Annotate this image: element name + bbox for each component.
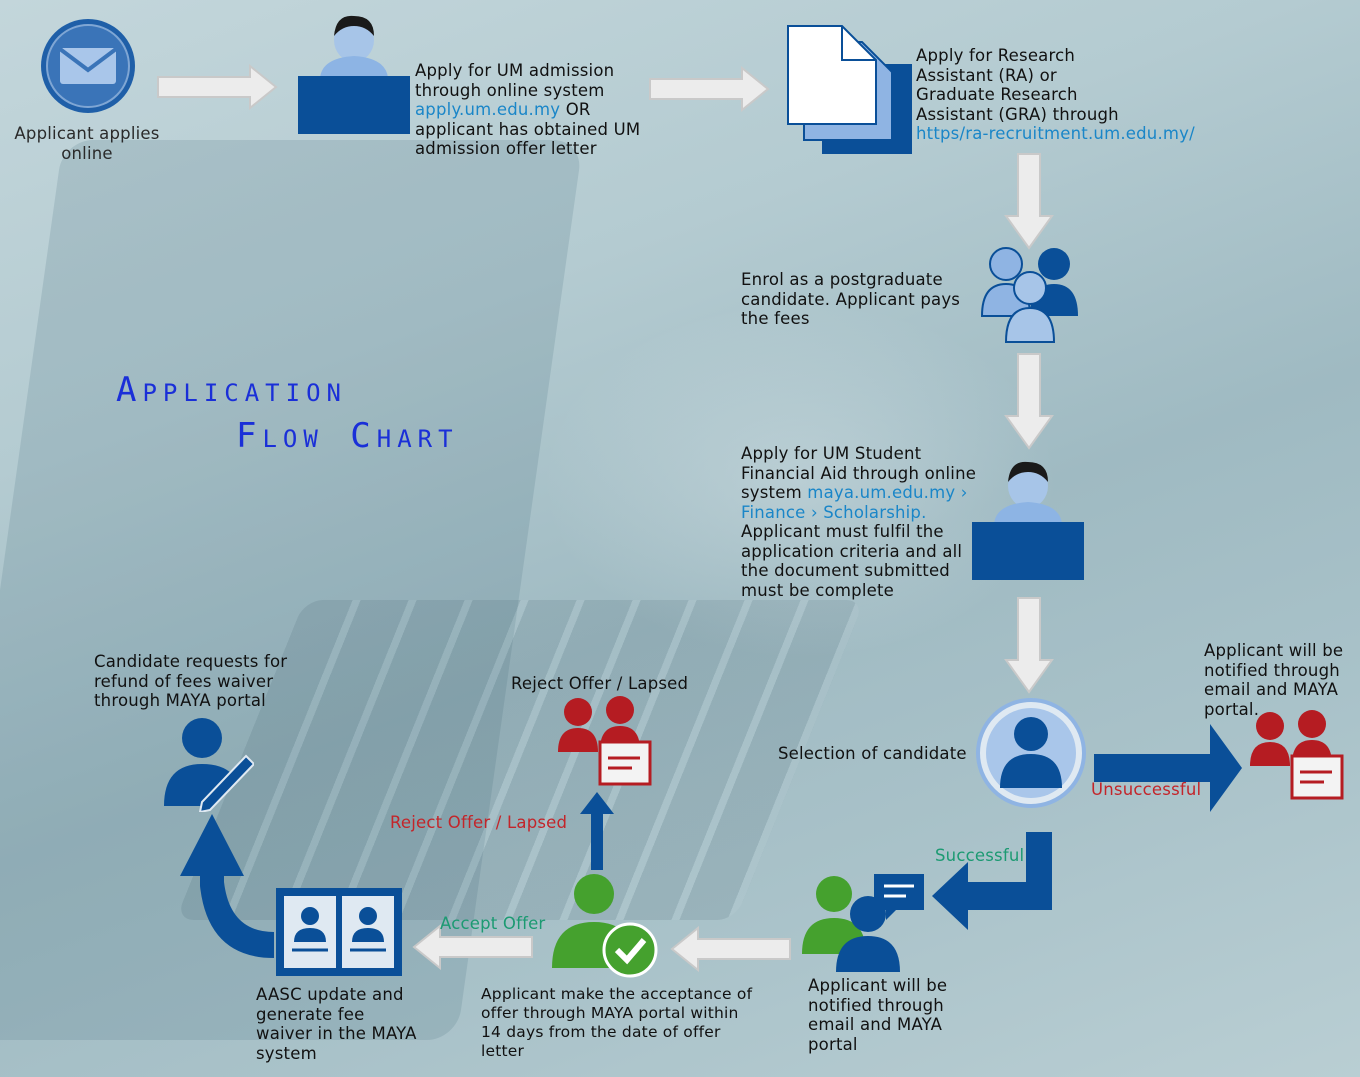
people-card-icon-2 <box>558 696 652 786</box>
ra-gra-text: Apply for Research Assistant (RA) or Gra… <box>916 46 1216 144</box>
person-at-desk-icon-2 <box>972 461 1084 580</box>
unsuccessful-label: Unsuccessful <box>1091 780 1202 799</box>
person-message-icon <box>802 874 924 972</box>
arrow-curved-up <box>180 814 274 958</box>
selection-label: Selection of candidate <box>778 744 967 763</box>
arrow-successful <box>932 832 1052 930</box>
arrow-down-1 <box>1004 153 1054 250</box>
successful-label: Successful <box>935 846 1025 865</box>
arrow-left-2 <box>412 924 533 970</box>
mail-icon <box>41 19 135 113</box>
enrol-text: Enrol as a postgraduate candidate. Appli… <box>741 270 961 328</box>
accept-offer-label: Accept Offer <box>440 914 546 933</box>
reject-edge-label: Reject Offer / Lapsed <box>390 813 568 832</box>
book-icon <box>276 888 402 976</box>
arrow-unsuccessful <box>1094 724 1242 812</box>
arrow-right-2 <box>649 66 770 112</box>
person-check-icon <box>552 874 658 978</box>
arrow-right-1 <box>157 64 278 110</box>
notified-successful-text: Applicant will be notified through email… <box>808 976 948 1054</box>
arrow-left-1 <box>670 926 791 972</box>
apply-online-label: Applicant applies online <box>14 124 160 163</box>
finance-scholarship-link[interactable]: Finance › Scholarship. <box>741 502 927 522</box>
reject-label: Reject Offer / Lapsed <box>511 674 689 693</box>
ra-recruitment-link[interactable]: https/ra-recruitment.um.edu.my/ <box>916 124 1195 143</box>
person-pen-icon <box>164 718 254 812</box>
chart-title-line1: Application <box>116 370 347 410</box>
people-card-icon <box>1250 710 1344 800</box>
aasc-text: AASC update and generate fee waiver in t… <box>256 985 417 1063</box>
arrow-up-reject <box>580 792 614 870</box>
financial-aid-text: Apply for UM Student Financial Aid throu… <box>741 444 991 600</box>
um-admission-text: Apply for UM admission through online sy… <box>415 61 641 158</box>
group-icon <box>980 247 1078 343</box>
notified-unsuccessful-text: Applicant will be notified through email… <box>1204 641 1344 719</box>
background-keyboard-shape <box>175 600 865 920</box>
maya-link[interactable]: maya.um.edu.my › <box>807 483 968 502</box>
documents-icon <box>787 25 912 154</box>
person-at-desk-icon <box>298 15 410 134</box>
arrow-down-2 <box>1004 353 1054 450</box>
refund-text: Candidate requests for refund of fees wa… <box>94 652 288 710</box>
acceptance-text: Applicant make the acceptance of offer t… <box>481 985 753 1060</box>
chart-title-line2: Flow Chart <box>236 416 459 456</box>
person-circle-icon <box>976 698 1086 808</box>
arrow-down-3 <box>1004 597 1054 694</box>
apply-um-link[interactable]: apply.um.edu.my <box>415 100 561 119</box>
